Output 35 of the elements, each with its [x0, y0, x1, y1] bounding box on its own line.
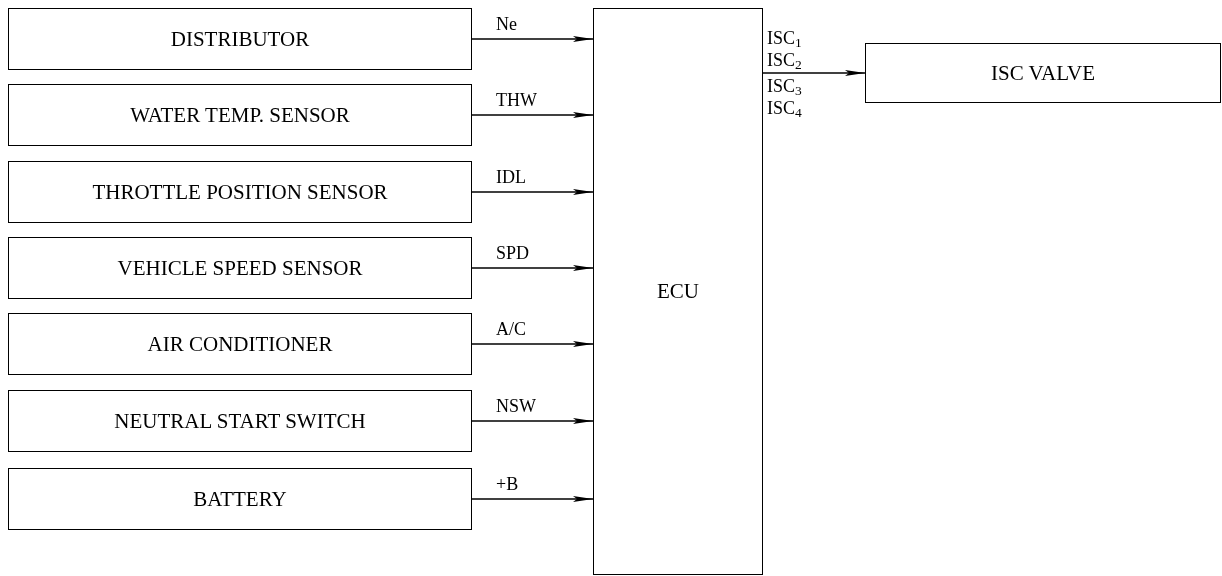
arrow — [471, 496, 594, 502]
block-box — [593, 8, 763, 575]
signal-label: THW — [496, 91, 537, 109]
signal-label: Ne — [496, 15, 517, 33]
arrow — [471, 265, 594, 271]
arrow — [471, 418, 594, 424]
arrow — [471, 112, 594, 118]
block-label: THROTTLE POSITION SENSOR — [92, 178, 388, 206]
block-label: BATTERY — [193, 485, 287, 513]
block-box — [8, 313, 472, 375]
block-box — [8, 390, 472, 452]
block-label: WATER TEMP. SENSOR — [130, 101, 350, 129]
block-box — [8, 468, 472, 530]
arrow — [471, 189, 594, 195]
signal-label: NSW — [496, 397, 536, 415]
block-box — [8, 8, 472, 70]
signal-label: ISC$_{1}$ ISC$_{2}$ — [767, 27, 803, 71]
block-box — [8, 237, 472, 299]
arrow — [762, 70, 866, 76]
signal-label: IDL — [496, 168, 526, 186]
arrow — [471, 341, 594, 347]
arrow — [471, 36, 594, 42]
signal-label: +B — [496, 475, 519, 493]
block-label: VEHICLE SPEED SENSOR — [117, 254, 363, 282]
block-label: ISC VALVE — [990, 59, 1096, 87]
block-label: AIR CONDITIONER — [147, 330, 333, 358]
block-box — [865, 43, 1221, 103]
block-label: ECU — [657, 278, 699, 305]
signal-label: SPD — [496, 244, 530, 262]
block-label: DISTRIBUTOR — [170, 25, 310, 53]
block-label: NEUTRAL START SWITCH — [114, 407, 366, 435]
signal-label: ISC$_{3}$ ISC$_{4}$ — [767, 75, 803, 119]
block-box — [8, 161, 472, 223]
signal-label: A/C — [496, 320, 526, 338]
block-box — [8, 84, 472, 146]
